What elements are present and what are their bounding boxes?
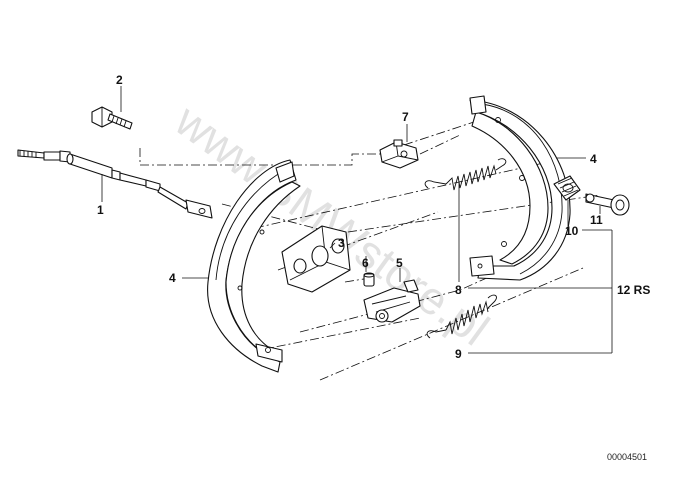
retaining-pin (585, 193, 630, 216)
callout-9: 9 (455, 347, 462, 361)
adjuster-block (281, 225, 351, 293)
callout-1: 1 (97, 203, 104, 217)
brake-shoe-left (207, 159, 301, 373)
lower-return-spring (426, 294, 497, 339)
callout-labels: 2 1 7 3 6 5 4 4 8 9 10 11 12 RS (97, 73, 650, 361)
callout-7: 7 (402, 110, 409, 124)
pin (363, 272, 375, 287)
brake-shoe-right (469, 95, 571, 281)
upper-return-spring (424, 158, 507, 191)
callout-10: 10 (565, 224, 579, 238)
bolt (91, 106, 133, 130)
callout-5: 5 (396, 256, 403, 270)
callout-8: 8 (455, 283, 462, 297)
expander-unit (379, 139, 419, 169)
callout-2: 2 (116, 73, 123, 87)
callout-4-left: 4 (169, 271, 176, 285)
handbrake-cable (17, 149, 213, 219)
callout-12-rs: 12 RS (617, 283, 650, 297)
callout-11: 11 (590, 213, 603, 227)
callout-6: 6 (362, 256, 369, 270)
document-number: 00004501 (607, 452, 647, 462)
adjuster-mechanism (363, 279, 421, 323)
spring-cup (553, 175, 581, 201)
callout-3: 3 (338, 236, 345, 250)
callout-4-right: 4 (590, 152, 597, 166)
leader-lines (101, 86, 613, 354)
